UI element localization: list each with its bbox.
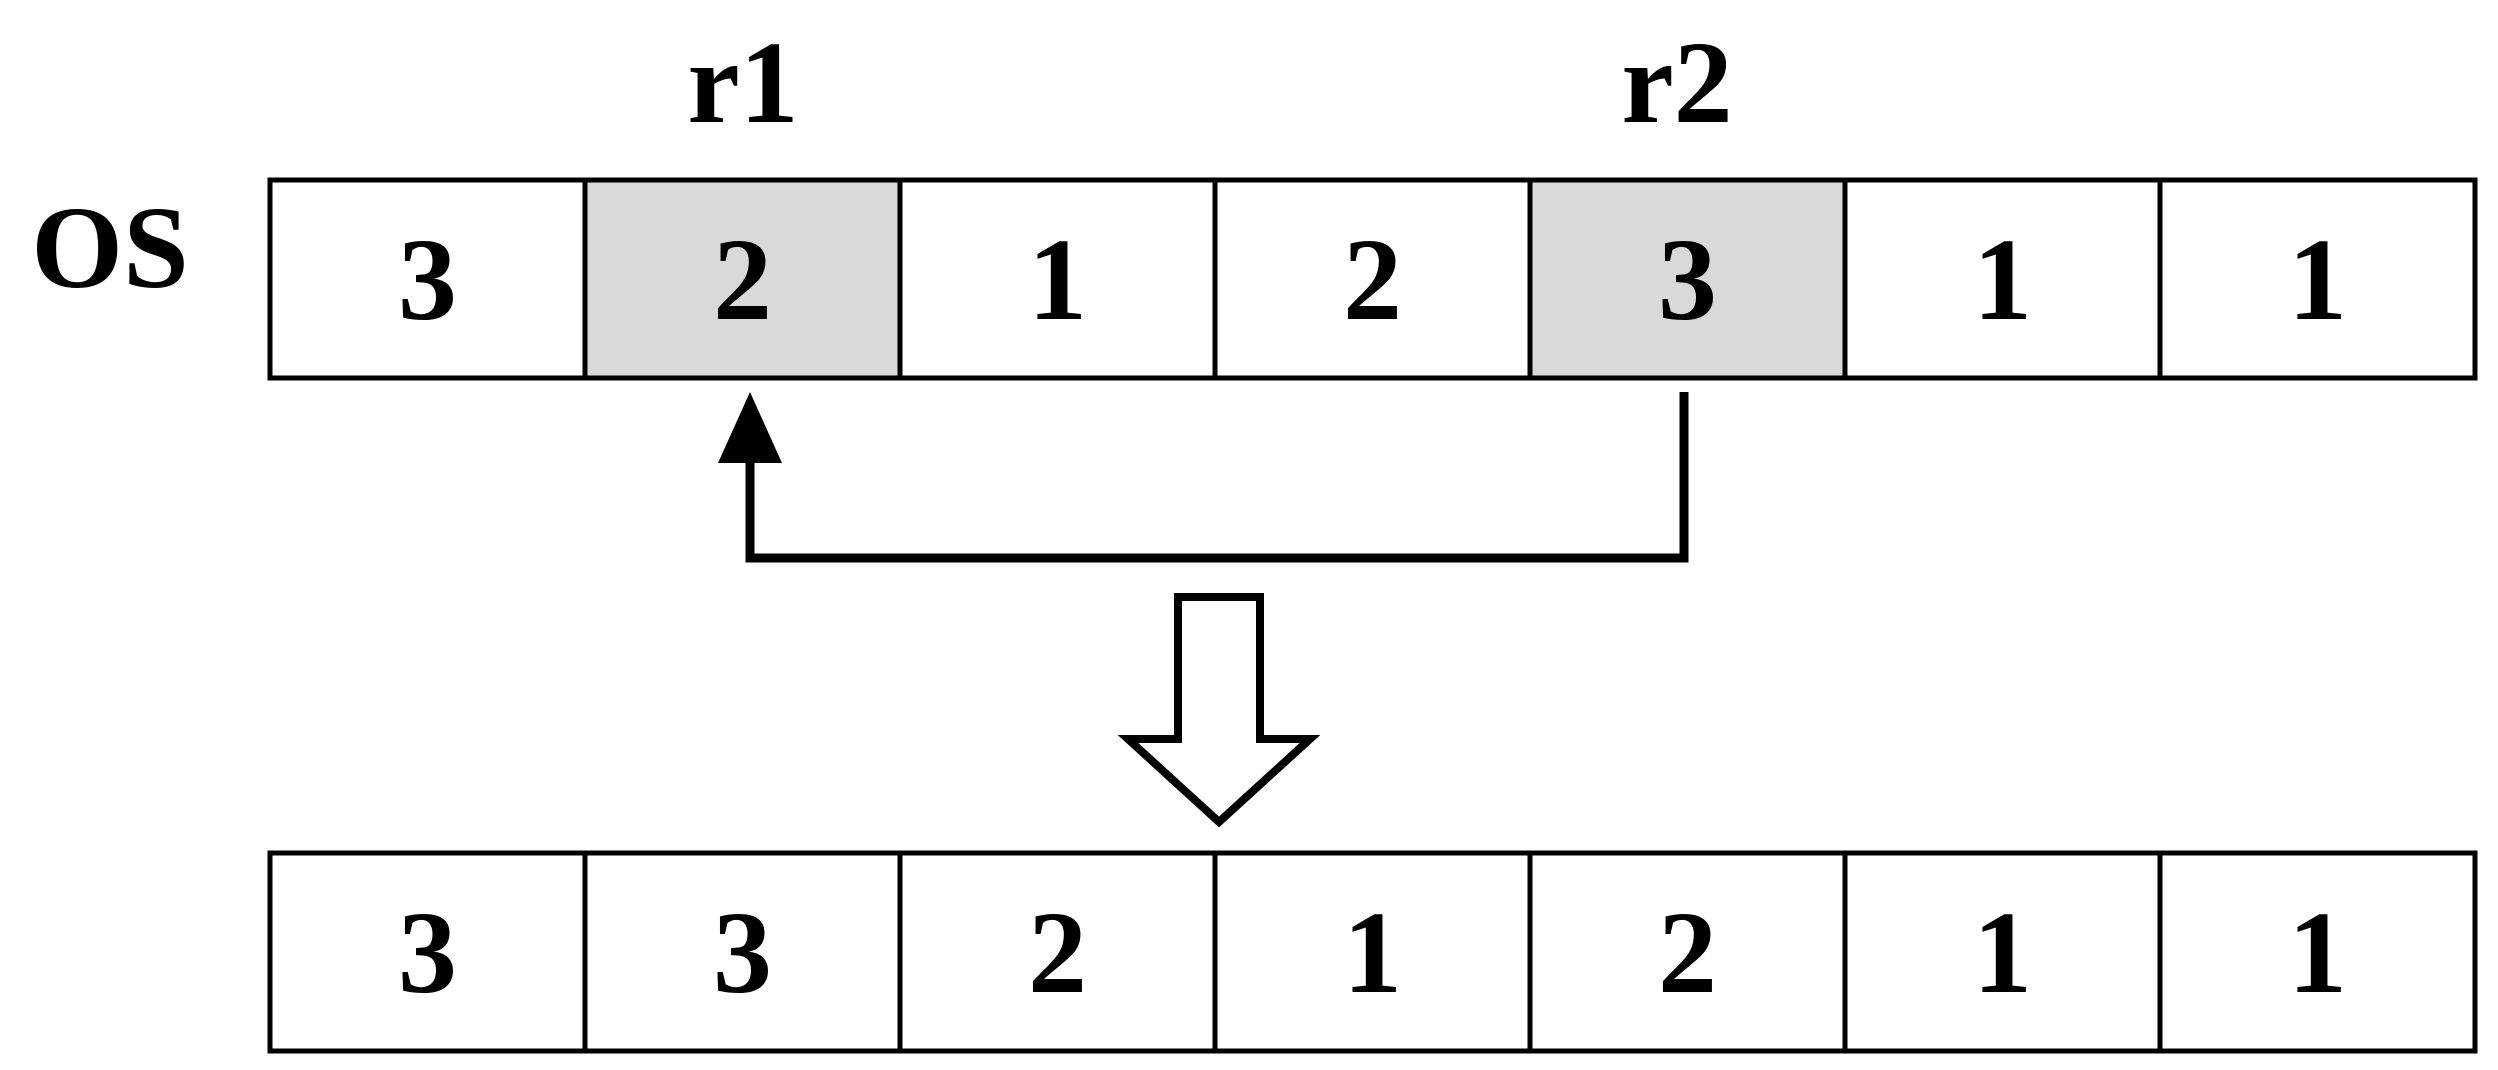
highlighted-cell-box: [1527, 177, 1848, 381]
cell-box: [582, 850, 903, 1054]
before-cell: 1: [2157, 177, 2478, 381]
after-row: 3 3 2 1 2 1 1: [267, 850, 2478, 1054]
row-label: OS: [31, 182, 188, 313]
cell-box: [897, 850, 1218, 1054]
before-cell: 3: [1527, 177, 1848, 381]
move-arrow-icon: [718, 392, 1689, 563]
before-cell: 1: [1842, 177, 2163, 381]
cell-box: [267, 177, 588, 381]
before-cell: 1: [897, 177, 1218, 381]
move-arrow-head: [718, 392, 782, 463]
cell-box: [2157, 850, 2478, 1054]
before-cell: 2: [1212, 177, 1533, 381]
cell-box: [1842, 850, 2163, 1054]
cell-value: 2: [1028, 887, 1087, 1018]
after-cell: 1: [1842, 850, 2163, 1054]
cell-value: 1: [1028, 214, 1087, 345]
cell-box: [1527, 850, 1848, 1054]
cell-box: [267, 850, 588, 1054]
cell-value: 2: [713, 214, 772, 345]
cell-value: 1: [1973, 887, 2032, 1018]
cell-value: 3: [713, 887, 772, 1018]
cell-value: 1: [1973, 214, 2032, 345]
cell-box: [2157, 177, 2478, 381]
after-cell: 3: [582, 850, 903, 1054]
transform-down-arrow-icon: [1117, 593, 1321, 828]
after-cell: 1: [2157, 850, 2478, 1054]
cell-value: 3: [1658, 214, 1717, 345]
before-cell: 2: [582, 177, 903, 381]
before-cell: 3: [267, 177, 588, 381]
cell-value: 2: [1343, 214, 1402, 345]
cell-value: 3: [398, 887, 457, 1018]
cell-value: 1: [2288, 887, 2347, 1018]
cell-box: [1842, 177, 2163, 381]
move-arrow-line: [745, 392, 1689, 563]
after-cell: 2: [1527, 850, 1848, 1054]
cell-value: 1: [1343, 887, 1402, 1018]
after-cell: 2: [897, 850, 1218, 1054]
marker-label-r1: r1: [687, 17, 798, 148]
cell-box: [897, 177, 1218, 381]
cell-value: 2: [1658, 887, 1717, 1018]
highlighted-cell-box: [582, 177, 903, 381]
after-cell: 3: [267, 850, 588, 1054]
cell-value: 3: [398, 214, 457, 345]
after-cell: 1: [1212, 850, 1533, 1054]
cell-value: 1: [2288, 214, 2347, 345]
before-row: 3 2 1 2 3 1 1: [267, 177, 2478, 381]
marker-label-r2: r2: [1621, 17, 1732, 148]
